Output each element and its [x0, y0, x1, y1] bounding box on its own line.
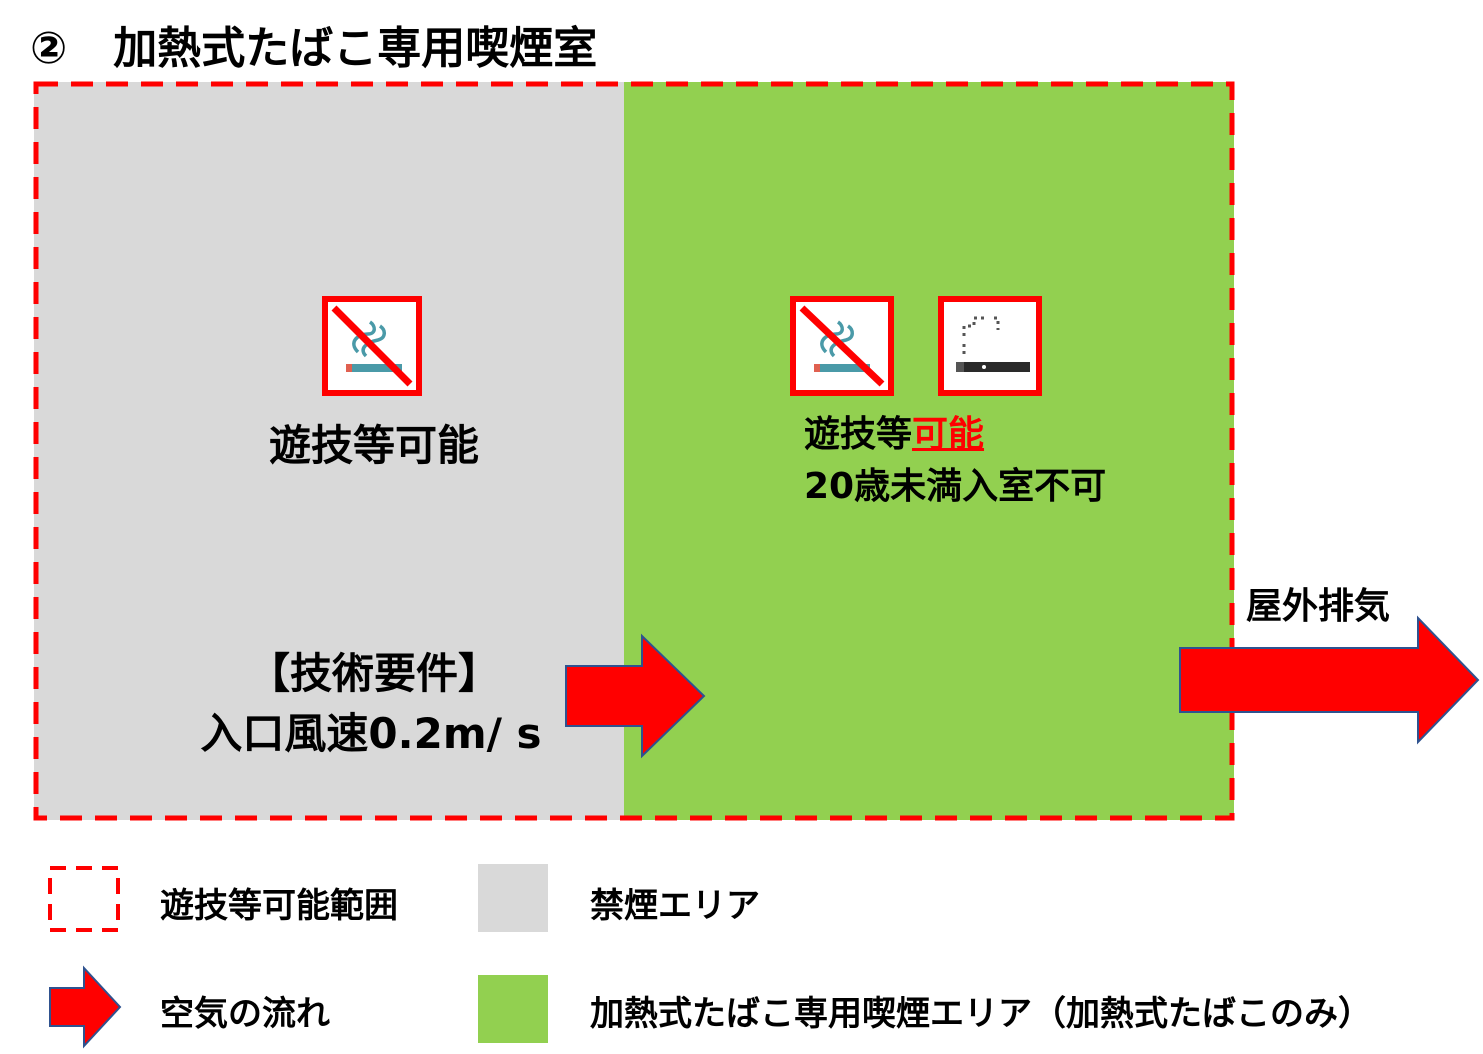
right-area-status: 遊技等可能: [804, 410, 984, 460]
no-smoking-sign-right: [790, 296, 894, 396]
play-area-boundary: [33, 81, 1235, 821]
no-smoking-area: [34, 82, 624, 820]
exhaust-label: 屋外排気: [1246, 586, 1391, 627]
right-status-emphasis: 可能: [912, 414, 985, 455]
legend-play-area-label: 遊技等可能範囲: [160, 886, 398, 926]
legend-smoking-area-swatch: [478, 975, 548, 1043]
title-number: ②: [30, 23, 68, 74]
heated-tobacco-icon: [956, 316, 1030, 372]
right-status-prefix: 遊技等: [804, 414, 913, 455]
age-restriction: 20歳未満入室不可: [804, 466, 1107, 507]
legend-air-flow-label: 空気の流れ: [160, 994, 330, 1034]
title-text: 加熱式たばこ専用喫煙室: [113, 23, 598, 74]
page-title: ② 加熱式たばこ専用喫煙室: [30, 12, 597, 76]
requirements-heading: 【技術要件】: [247, 649, 500, 698]
no-smoking-icon: [799, 305, 885, 387]
legend-no-smoking-swatch: [478, 864, 548, 932]
exhaust-airflow-arrow: [1179, 615, 1480, 745]
requirements-detail: 入口風速0.2m/ s: [200, 709, 542, 758]
legend-no-smoking-label: 禁煙エリア: [590, 886, 760, 926]
heated-tobacco-sign: [938, 296, 1042, 396]
legend-play-area-swatch: [48, 866, 120, 932]
left-area-status: 遊技等可能: [268, 421, 479, 470]
legend-air-flow-arrow: [49, 965, 122, 1049]
no-smoking-icon: [331, 305, 413, 387]
entry-airflow-arrow: [565, 633, 706, 759]
legend-smoking-area-label: 加熱式たばこ専用喫煙エリア（加熱式たばこのみ）: [590, 994, 1372, 1034]
heated-tobacco-smoking-area: [624, 82, 1234, 820]
no-smoking-sign: [322, 296, 422, 396]
